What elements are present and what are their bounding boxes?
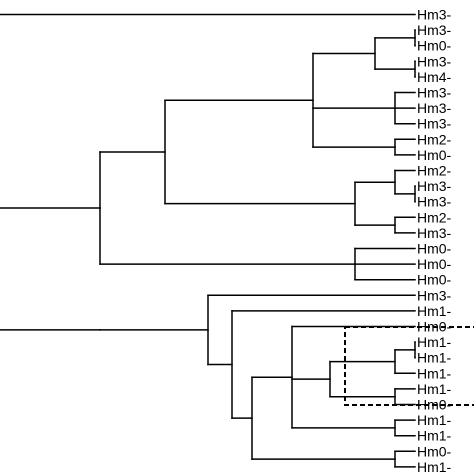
leaf-label: Hm3-: [417, 287, 452, 303]
leaf-label: Hm1-: [417, 381, 452, 397]
leaf-label: Hm3-: [417, 116, 452, 132]
leaf-label: Hm3-: [417, 225, 452, 241]
leaf-label: Hm4-: [417, 69, 452, 85]
leaf-label: Hm0-: [417, 443, 452, 459]
leaf-label: Hm3-: [417, 100, 452, 116]
tree-branches: [0, 13, 416, 468]
leaf-label: Hm0-: [417, 147, 452, 163]
leaf-label: Hm0-: [417, 256, 452, 272]
leaf-label: Hm2-: [417, 209, 452, 225]
leaf-label: Hm3-: [417, 85, 452, 101]
leaf-label: Hm0-: [417, 38, 452, 54]
leaf-label: Hm1-: [417, 459, 452, 474]
leaf-label: Hm3-: [417, 194, 452, 210]
leaf-label: Hm1-: [417, 365, 452, 381]
leaf-label: Hm1-: [417, 350, 452, 366]
leaf-label: Hm3-: [417, 7, 452, 23]
leaf-label: Hm3-: [417, 53, 452, 69]
leaf-label: Hm1-: [417, 412, 452, 428]
leaf-label: Hm0-: [417, 241, 452, 257]
highlight-box: [344, 326, 474, 406]
leaf-label: Hm0-: [417, 272, 452, 288]
leaf-labels: Hm3-Hm3-Hm0-Hm3-Hm4-Hm3-Hm3-Hm3-Hm2-Hm0-…: [417, 7, 452, 474]
leaf-label: Hm1-: [417, 428, 452, 444]
leaf-label: Hm3-: [417, 178, 452, 194]
leaf-label: Hm2-: [417, 163, 452, 179]
leaf-label: Hm2-: [417, 131, 452, 147]
leaf-label: Hm3-: [417, 22, 452, 38]
highlight-overlay: [344, 326, 474, 406]
leaf-label: Hm1-: [417, 303, 452, 319]
leaf-label: Hm1-: [417, 334, 452, 350]
